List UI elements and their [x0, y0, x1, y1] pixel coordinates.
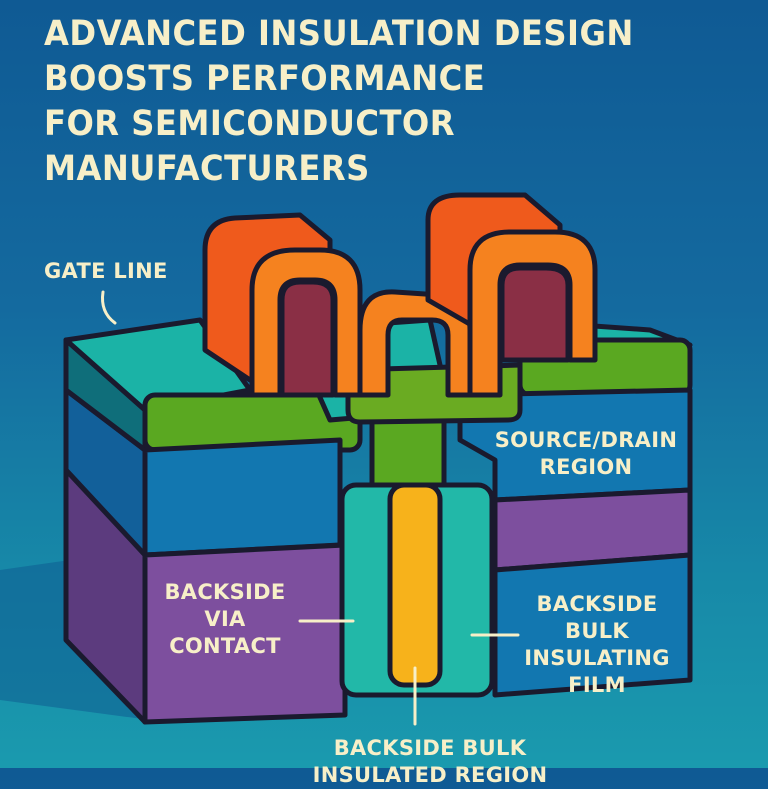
title-line-3: FOR SEMICONDUCTOR — [44, 104, 456, 144]
title-line-1: ADVANCED INSULATION DESIGN — [44, 14, 634, 54]
label-backside-bulk-region: BACKSIDE BULK INSULATED REGION — [312, 736, 548, 787]
gate-2-arch — [357, 289, 473, 398]
left-front-purple — [142, 542, 348, 725]
via-core — [387, 482, 443, 688]
label-source-drain-region: SOURCE/DRAIN REGION — [494, 428, 678, 479]
leader-gate-line — [101, 290, 117, 325]
label-backside-via-contact: BACKSIDE VIA CONTACT — [164, 580, 286, 658]
right-front-blue-lower — [492, 552, 693, 698]
semiconductor-illustration — [0, 192, 693, 726]
gate-3-arch — [467, 229, 598, 398]
page-title: ADVANCED INSULATION DESIGN BOOSTS PERFOR… — [44, 12, 634, 192]
left-front-blue — [142, 437, 343, 558]
title-line-4: MANUFACTURERS — [44, 149, 370, 189]
label-gate-line: GATE LINE — [44, 259, 168, 283]
title-line-2: BOOSTS PERFORMANCE — [44, 59, 486, 99]
label-backside-bulk-insulating-film: BACKSIDE BULK INSULATING FILM — [524, 592, 670, 697]
gate-3-inner — [499, 265, 571, 363]
gate-1-inner — [279, 279, 336, 398]
